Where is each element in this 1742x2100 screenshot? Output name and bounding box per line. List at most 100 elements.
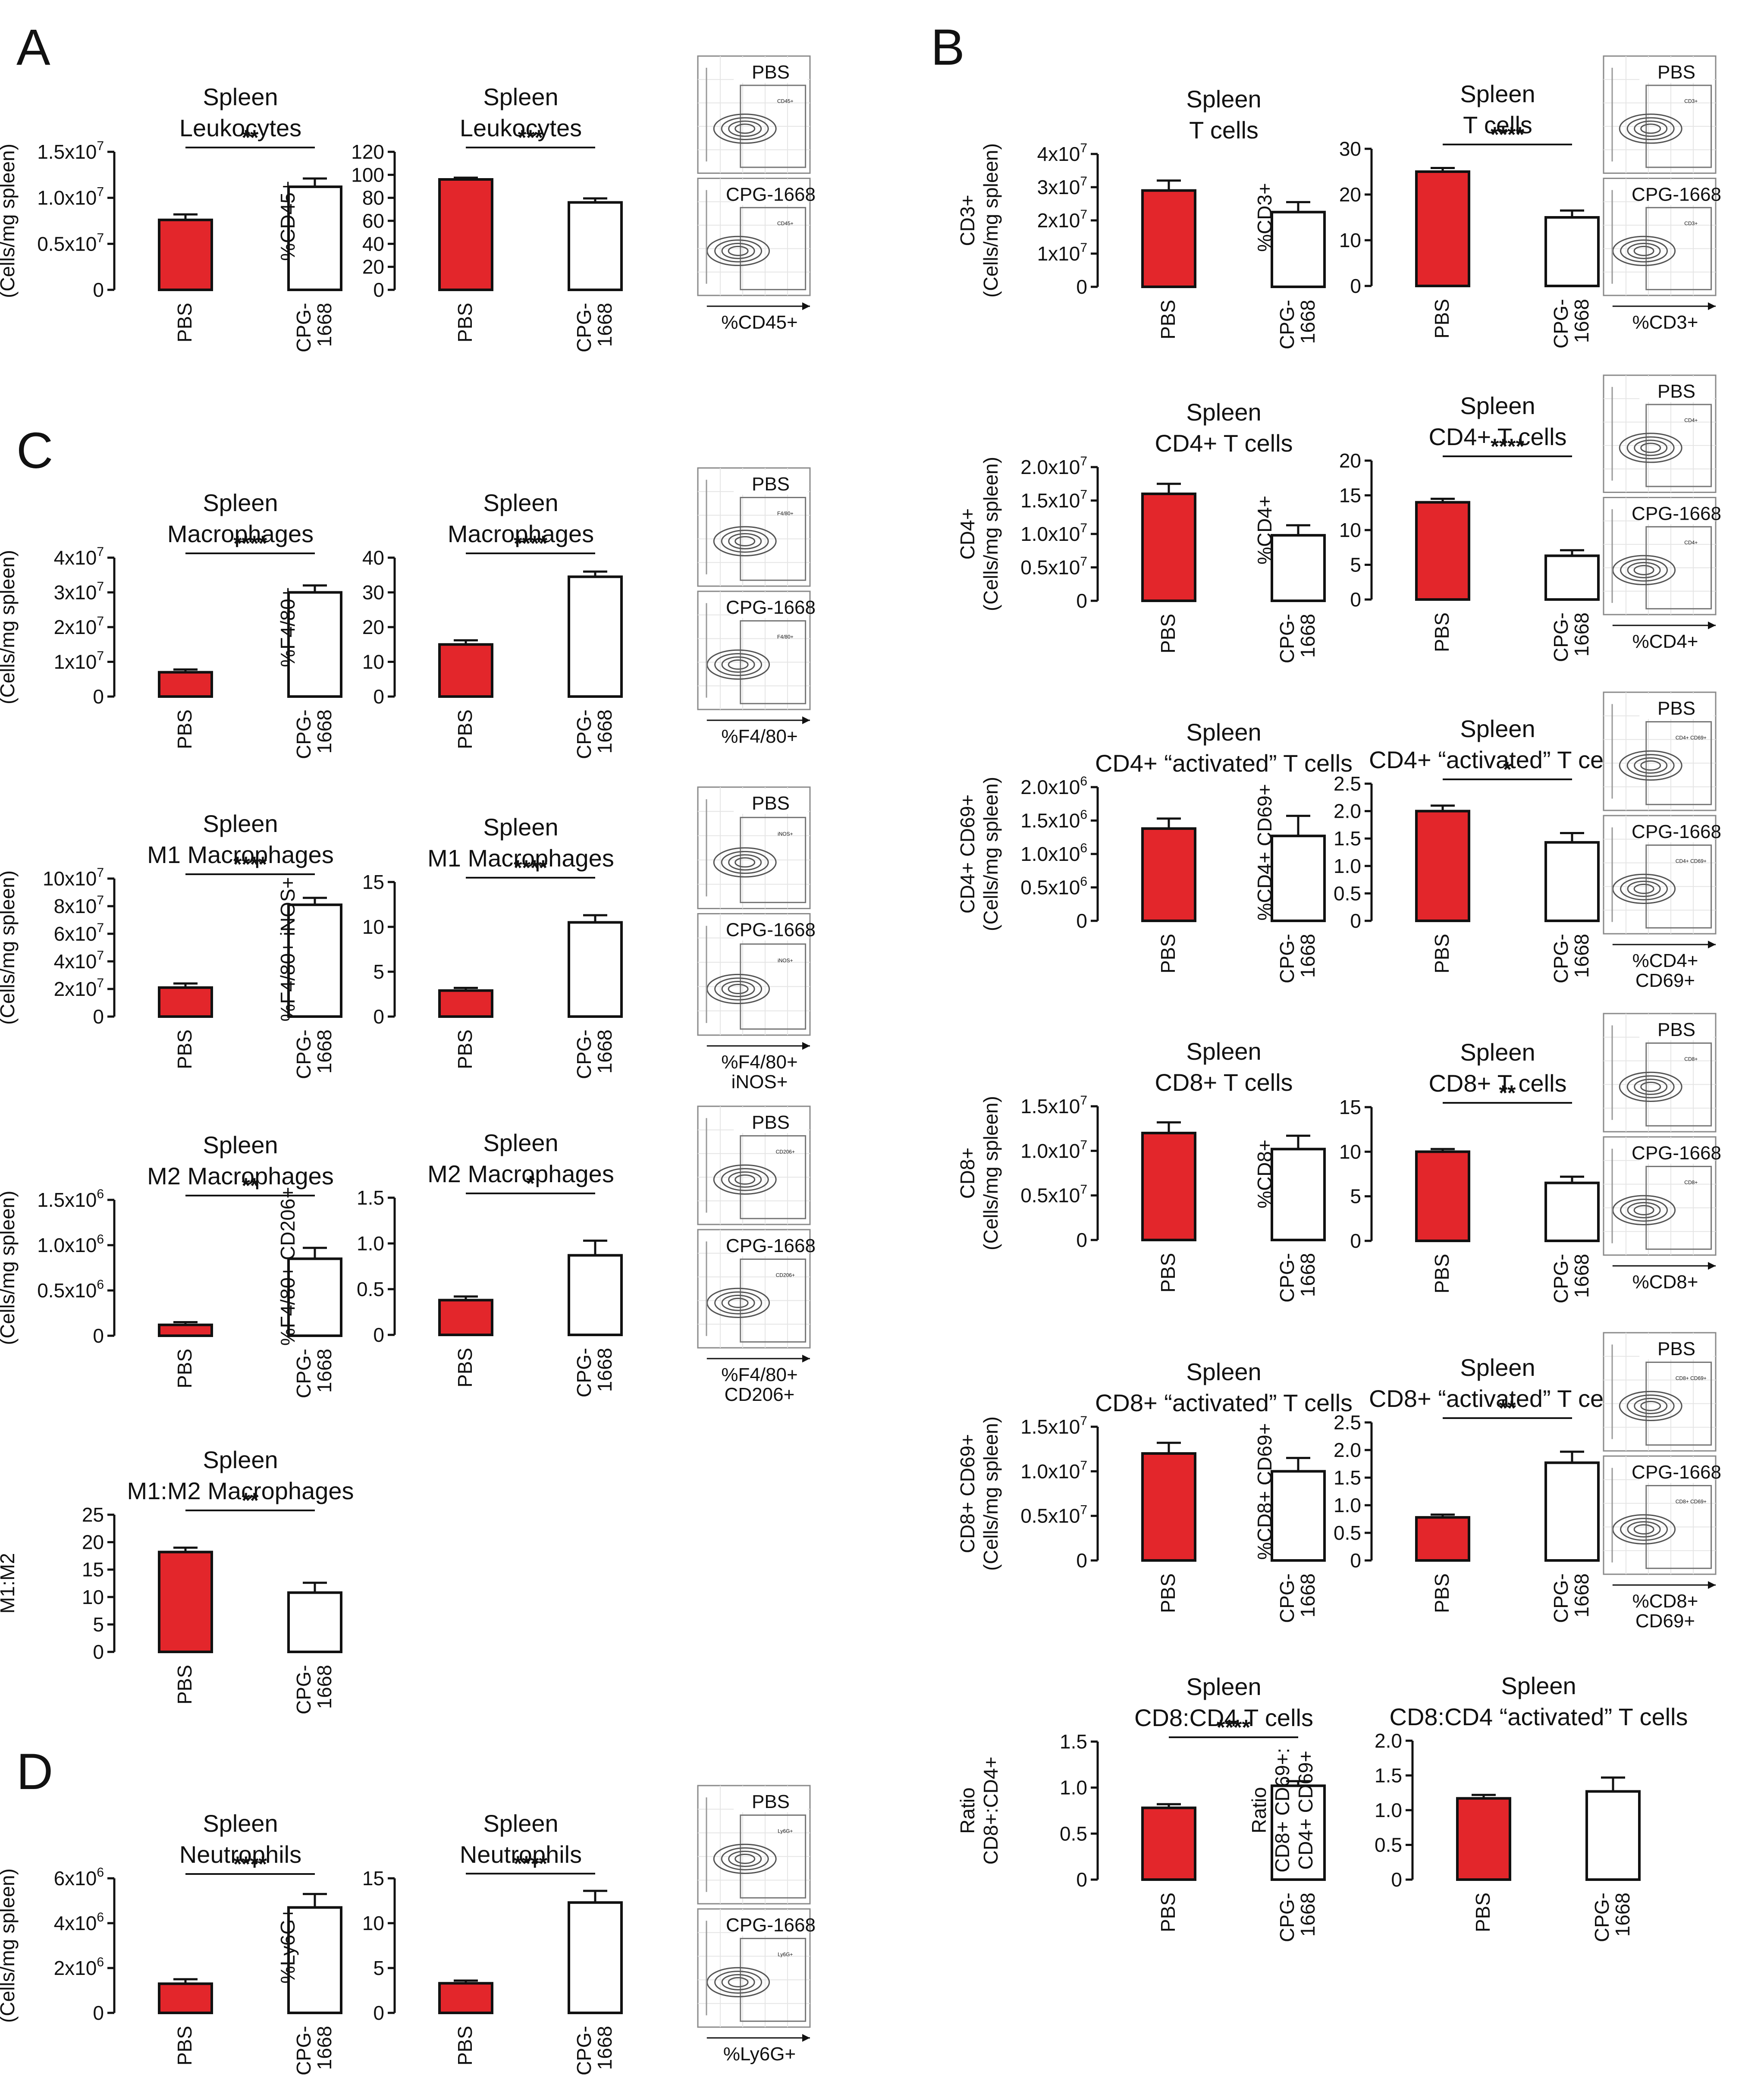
- x-category-label: 1668: [1570, 612, 1593, 656]
- significance-label: ****: [233, 852, 267, 876]
- flow-gate-label: Ly6G+: [778, 1952, 793, 1958]
- flow-label-bg: [1639, 1458, 1714, 1483]
- panel-label-a: A: [16, 19, 50, 76]
- chart-title-line: Spleen: [203, 810, 278, 837]
- flow-contour: [714, 1971, 763, 1994]
- y-tick-label: 20: [362, 256, 384, 278]
- chart-title-line: CD4+ T cells: [1155, 430, 1293, 457]
- flow-contour: [728, 659, 749, 670]
- y-axis-label: (Cells/mg spleen): [0, 550, 19, 704]
- chart-title-line: Spleen: [203, 1810, 278, 1837]
- chart-title-line: CD8:CD4 “activated” T cells: [1390, 1703, 1688, 1730]
- flow-contour: [706, 1287, 770, 1318]
- x-category-label: 1668: [313, 1030, 336, 1074]
- flow-axis-label: %F4/80+: [721, 1052, 797, 1073]
- bar-pbs: [1141, 1806, 1196, 1881]
- chart-title-line: M1 Macrophages: [427, 844, 614, 872]
- x-category-label: CPG-: [1591, 1893, 1613, 1942]
- bar-cpg-1668: [1271, 1148, 1326, 1241]
- flow-sample-label: CPG-1668: [1632, 821, 1721, 842]
- bar-charts: SpleenLeukocytes00.5x1071.0x1071.5x107CD…: [0, 80, 1688, 2075]
- flow-axis-arrowhead: [1708, 941, 1716, 948]
- x-category-label: CPG-: [1276, 1893, 1298, 1942]
- bar-pbs: [158, 1982, 213, 2014]
- chart-title-line: CD4+ “activated” T cells: [1095, 750, 1353, 777]
- bar-cpg-1668: [1271, 1784, 1326, 1881]
- flow-contour: [1620, 559, 1668, 582]
- flow-sample-label: PBS: [1657, 698, 1695, 719]
- y-tick-label: 1.0: [357, 1232, 384, 1255]
- flow-axis-arrowhead: [802, 1355, 810, 1362]
- y-tick-label: 1.5x107: [1020, 1093, 1087, 1117]
- significance-label: *: [1503, 757, 1512, 782]
- chart-title-line: M2 Macrophages: [147, 1162, 334, 1190]
- y-axis-label: %Ly6G+: [276, 1908, 299, 1984]
- chart-title-line: Spleen: [1460, 1354, 1535, 1381]
- y-axis-label: CD3+: [956, 195, 979, 246]
- bar-pbs: [158, 986, 213, 1018]
- significance-label: ****: [233, 1852, 267, 1876]
- chart-title-line: Spleen: [483, 489, 558, 516]
- significance-label: **: [1499, 1396, 1516, 1420]
- flow-cytometry-plots: PBSCD45+CPG-1668CD45+%CD45+PBSCD3+CPG-16…: [697, 55, 1721, 2065]
- flow-axis-label: iNOS+: [731, 1071, 788, 1092]
- flow-contour: [1634, 1397, 1668, 1414]
- y-tick-label: 0: [93, 2002, 104, 2024]
- flow-contour: [734, 123, 756, 134]
- bar-cpg-1668: [568, 1901, 623, 2015]
- bar-cpg-1668: [287, 185, 342, 292]
- flow-gate: [740, 1135, 807, 1219]
- flow-contour: [728, 984, 749, 995]
- y-tick-label: 1.5: [1060, 1730, 1087, 1753]
- flow-axis-label: CD206+: [725, 1384, 795, 1405]
- flow-axis-label: %CD45+: [721, 312, 797, 333]
- y-tick-label: 0: [93, 1641, 104, 1663]
- chart-title-line: T cells: [1189, 116, 1259, 144]
- flow-contour: [728, 1171, 762, 1188]
- y-tick-label: 0: [1350, 1230, 1361, 1252]
- bar-cpg-1668: [1271, 534, 1326, 602]
- chart-title-line: Neutrophils: [460, 1841, 582, 1868]
- y-tick-label: 10: [362, 916, 384, 938]
- bar-pbs: [1141, 493, 1196, 602]
- flow-contour: [721, 530, 769, 553]
- x-category-label: CPG-: [1276, 614, 1298, 663]
- flow-gate: [1645, 1485, 1712, 1569]
- chart-title-line: Macrophages: [167, 520, 314, 547]
- y-tick-label: 1.0x107: [1020, 521, 1087, 545]
- bar-pbs: [438, 1982, 493, 2014]
- chart-title-line: T cells: [1463, 111, 1532, 138]
- flow-contour: [1640, 443, 1661, 453]
- flow-sample-label: CPG-1668: [726, 184, 816, 205]
- panel-label-c: C: [16, 422, 53, 479]
- flow-label-bg: [734, 1108, 808, 1133]
- flow-gate: [740, 85, 807, 168]
- flow-sample-label: PBS: [752, 474, 790, 495]
- flow-label-bg: [1639, 1139, 1714, 1164]
- x-category-label: PBS: [173, 1030, 196, 1069]
- y-tick-label: 10: [1339, 1140, 1361, 1163]
- y-tick-label: 1.0x107: [1020, 1138, 1087, 1162]
- x-category-label: CPG-: [1276, 1253, 1298, 1303]
- y-tick-label: 1.5x107: [1020, 1414, 1087, 1438]
- flow-gate: [1645, 844, 1712, 929]
- bar-pbs: [1141, 1452, 1196, 1562]
- y-tick-label: 0: [1350, 1549, 1361, 1572]
- flow-axis-arrowhead: [802, 302, 810, 310]
- y-tick-label: 0.5x107: [1020, 555, 1087, 579]
- y-tick-label: 2x106: [54, 1955, 104, 1979]
- x-category-label: PBS: [1157, 934, 1179, 973]
- y-tick-label: 0: [93, 1005, 104, 1028]
- flow-contour: [714, 977, 763, 1001]
- y-tick-label: 1.0: [1375, 1799, 1402, 1821]
- y-tick-label: 0: [1076, 1229, 1087, 1251]
- chart-title-line: M2 Macrophages: [427, 1160, 614, 1187]
- y-tick-label: 1.0: [1334, 855, 1361, 877]
- y-axis-label: %CD4+: [1253, 496, 1276, 565]
- x-category-label: 1668: [1296, 300, 1319, 344]
- bar-pbs: [158, 1323, 213, 1337]
- x-category-label: PBS: [1472, 1893, 1494, 1932]
